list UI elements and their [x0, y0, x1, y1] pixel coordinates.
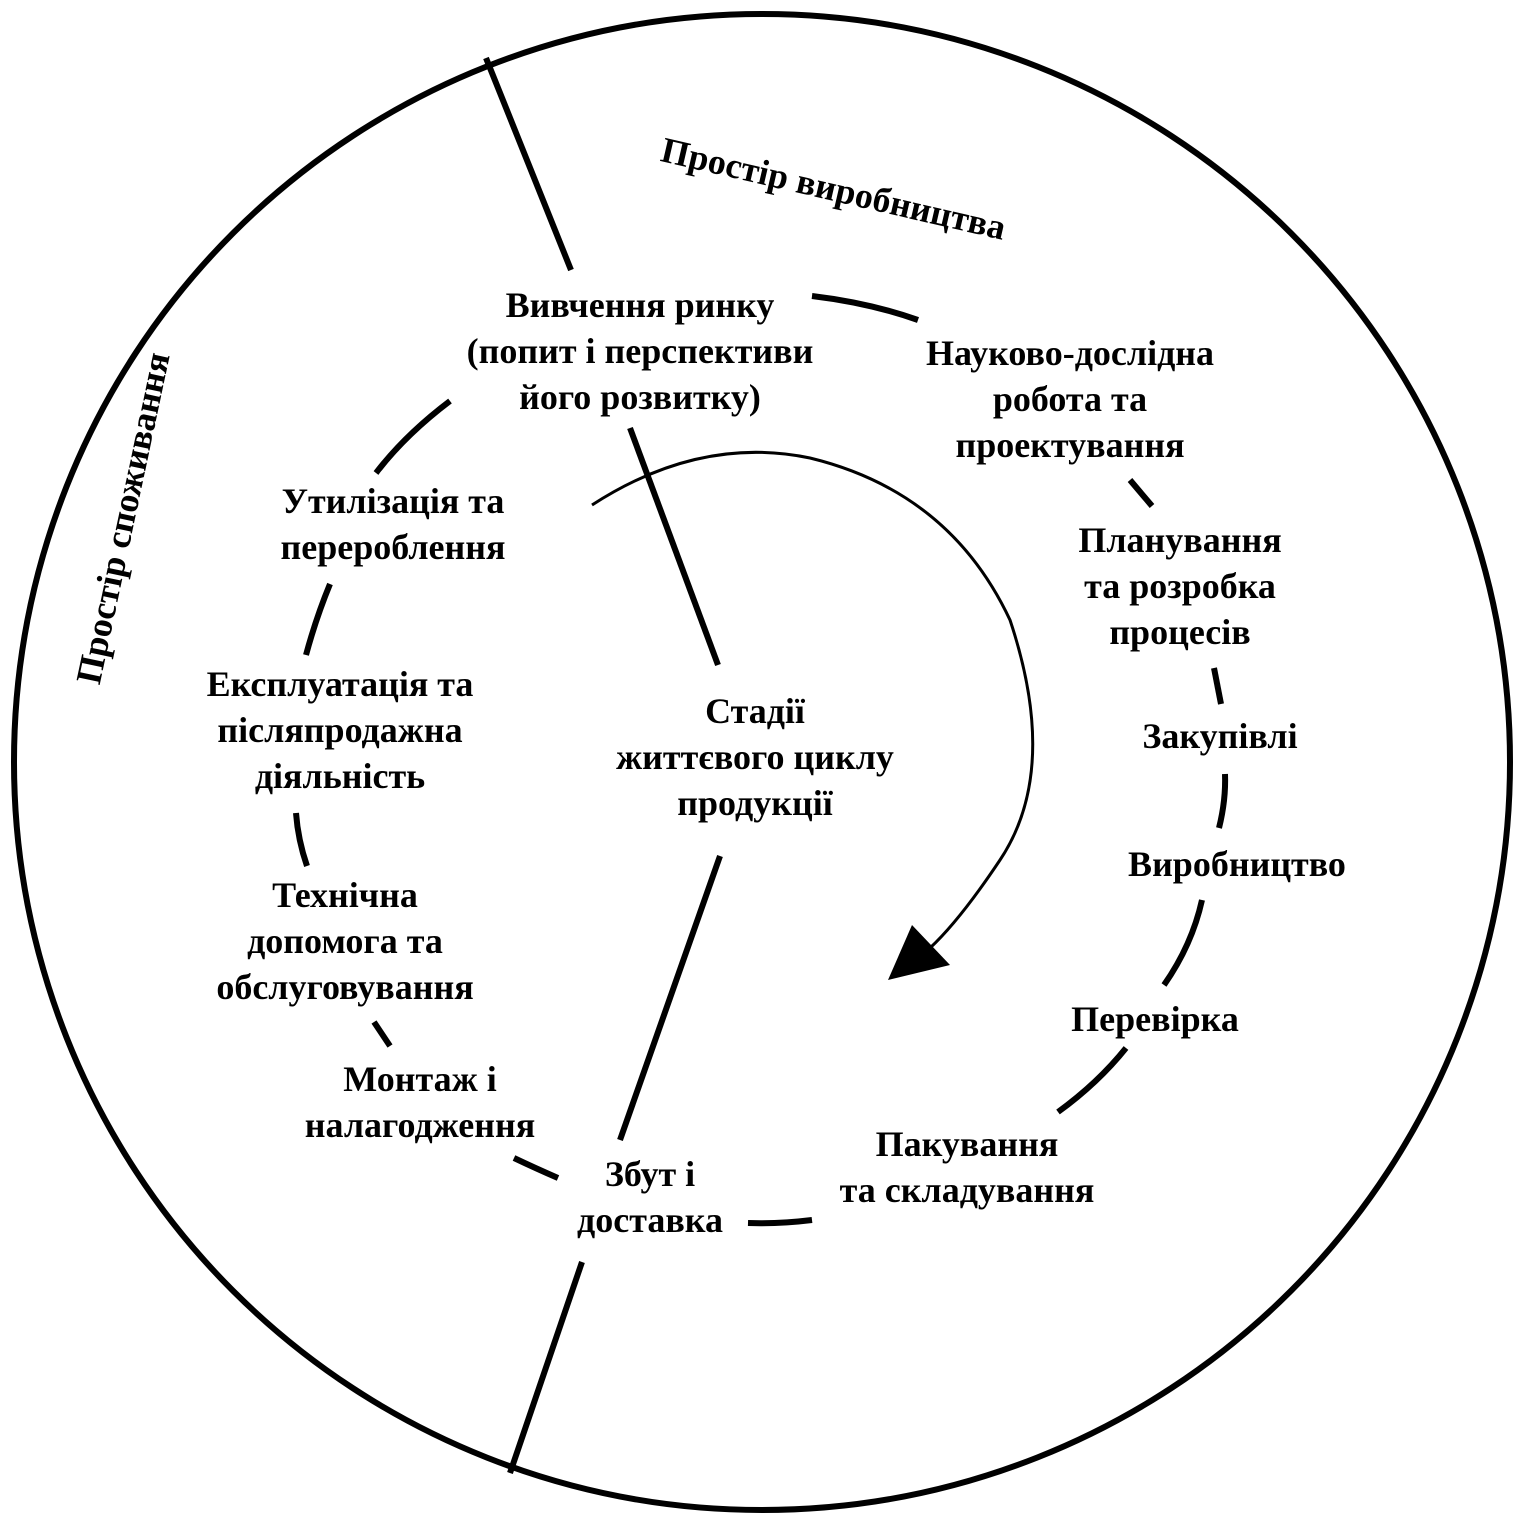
stage-packaging-storage: Пакування та складування: [840, 1121, 1095, 1213]
stage-label-line: його розвитку): [519, 377, 761, 417]
center-title-line: Стадії: [705, 691, 805, 731]
stage-label-line: проектування: [955, 425, 1185, 465]
connector-operation-disposal: [303, 582, 333, 656]
stage-installation: Монтаж і налагодження: [305, 1056, 535, 1148]
stage-label-line: налагодження: [304, 1105, 536, 1145]
direction-arrow-head: [888, 925, 950, 980]
stage-label-line: Монтаж і: [343, 1059, 497, 1099]
stage-label-line: допомога та: [247, 921, 443, 961]
stage-label-line: Науково-дослідна: [925, 333, 1215, 373]
connector-packaging-sales: [747, 1217, 813, 1227]
stage-label-line: (попит і перспективи: [466, 331, 814, 371]
stage-label-line: Експлуатація та: [206, 664, 474, 704]
connector-installation-support: [371, 1020, 393, 1048]
connector-procurement-production: [1216, 773, 1229, 829]
stage-label-line: доставка: [577, 1200, 723, 1240]
connector-rnd-planning: [1127, 478, 1155, 508]
stage-market-research: Вивчення ринку (попит і перспективи його…: [467, 282, 814, 420]
stage-label-line: Вивчення ринку: [505, 285, 775, 325]
divider-middle: [627, 426, 721, 667]
divider-bottom: [507, 1261, 585, 1474]
connector-support-operation: [293, 812, 310, 867]
stage-label-line: післяпродажна: [217, 710, 463, 750]
stage-label-line: робота та: [992, 379, 1148, 419]
center-title-line: життєвого циклу: [616, 737, 894, 777]
stage-label-line: перероблення: [280, 527, 506, 567]
stage-label-line: Закупівлі: [1142, 716, 1298, 756]
stage-label-line: Технічна: [272, 875, 418, 915]
stage-label-line: та складування: [839, 1170, 1095, 1210]
stage-disposal-recycling: Утилізація та перероблення: [281, 478, 506, 570]
connector-planning-procurement: [1211, 667, 1224, 705]
stage-label-line: Планування: [1078, 520, 1282, 560]
center-title-line: продукції: [677, 783, 833, 823]
divider-top: [483, 56, 574, 272]
stage-label-line: процесів: [1109, 612, 1251, 652]
stage-label-line: обслуговування: [216, 967, 474, 1007]
stage-label-line: діяльність: [254, 756, 426, 796]
stage-sales-delivery: Збут і доставка: [577, 1151, 723, 1243]
connector-production-inspection: [1161, 899, 1205, 987]
direction-arrow-arc: [591, 450, 1035, 950]
stage-inspection: Перевірка: [1071, 996, 1239, 1042]
stage-label-line: та розробка: [1084, 566, 1276, 606]
outer-circle: [11, 11, 1513, 1513]
stage-rnd-design: Науково-дослідна робота та проектування: [926, 330, 1214, 468]
connector-market-rnd: [811, 293, 920, 323]
connector-sales-installation: [512, 1155, 560, 1181]
stage-label-line: Утилізація та: [281, 481, 505, 521]
stage-label-line: Пакування: [875, 1124, 1059, 1164]
connector-inspection-packaging: [1056, 1046, 1129, 1115]
connector-disposal-market: [373, 398, 452, 475]
center-title: Стадії життєвого циклу продукції: [616, 688, 894, 826]
stage-operation-aftersales: Експлуатація та післяпродажна діяльність: [207, 661, 474, 799]
stage-process-planning: Планування та розробка процесів: [1078, 517, 1281, 655]
stage-procurement: Закупівлі: [1142, 713, 1297, 759]
divider-lower: [617, 855, 723, 1141]
stage-label-line: Перевірка: [1071, 999, 1239, 1039]
stage-label-line: Збут і: [604, 1154, 696, 1194]
stage-technical-support: Технічна допомога та обслуговування: [216, 872, 473, 1010]
stage-label-line: Виробництво: [1128, 844, 1346, 884]
stage-production: Виробництво: [1128, 841, 1346, 887]
